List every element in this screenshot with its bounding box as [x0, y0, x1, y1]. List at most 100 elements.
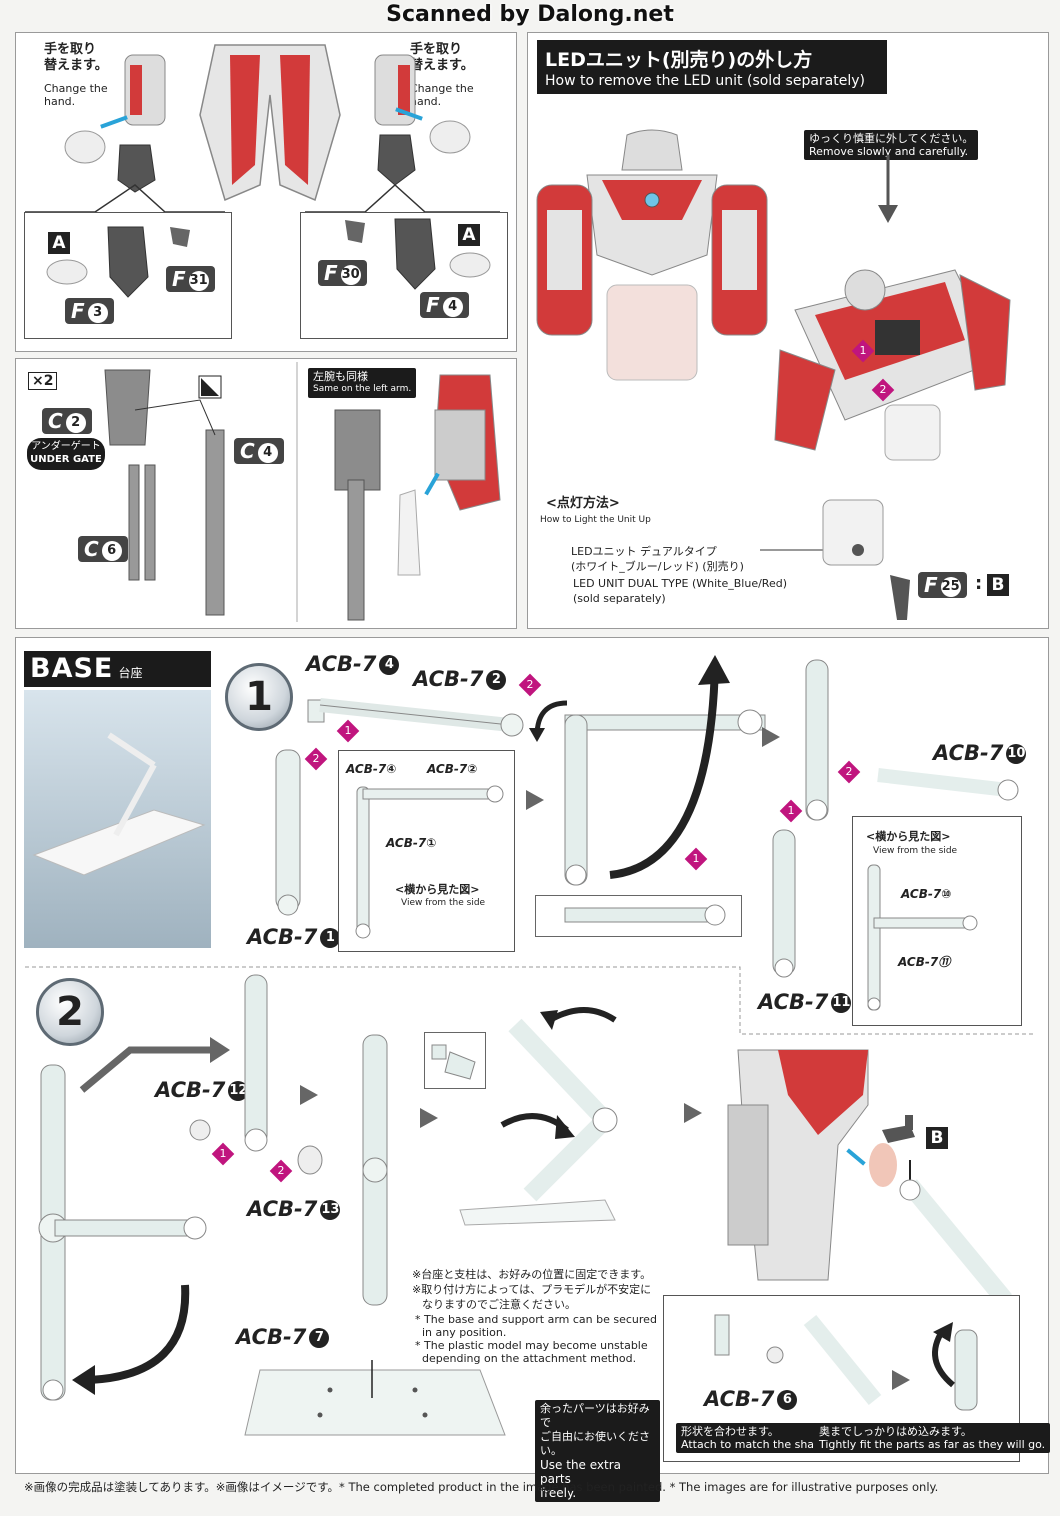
- box-a-left: A: [48, 232, 70, 254]
- led-unit-en-2: (sold separately): [573, 592, 666, 605]
- inset1-side-view-jp: <横から見た図>: [395, 883, 480, 896]
- joint-detail-icon: [431, 1044, 476, 1080]
- removal-step-1: 1: [851, 339, 875, 363]
- divider-line: [296, 362, 298, 622]
- note-en-4: depending on the attachment method.: [422, 1352, 637, 1365]
- base-step1-pin-rot-1: 1: [684, 847, 708, 871]
- cutter-icon: [198, 375, 222, 399]
- hand-left-old-icon: [64, 130, 106, 164]
- led-unit-jp-1: LEDユニット デュアルタイプ: [571, 545, 717, 558]
- note-en-1: * The base and support arm can be secure…: [415, 1313, 657, 1326]
- lever-part-c4-icon: [205, 429, 225, 616]
- arm-parts-step1-right: [772, 659, 1019, 978]
- change-hand-left-jp: 手を取り 替えます。: [44, 42, 108, 73]
- change-hand-right-en: Change the hand.: [410, 82, 474, 108]
- rotate-arrow-step2-mid: [500, 1113, 575, 1139]
- down-arrow-removal-icon: [878, 155, 898, 223]
- remove-slowly-note: ゆっくり慎重に外してください。 Remove slowly and carefu…: [804, 130, 979, 160]
- base-step1-r-pin-2: 2: [837, 760, 861, 784]
- step2-arrow-up: [79, 1037, 230, 1093]
- quantity-x2: ×2: [28, 372, 58, 390]
- base-title-jp: 台座: [118, 666, 143, 680]
- removal-step-2: 2: [871, 378, 895, 402]
- colon-separator: :: [975, 573, 983, 594]
- tight-fit-note: 奥までしっかりはめ込みます。 Tightly fit the parts as …: [814, 1423, 1051, 1453]
- change-hand-left-en: Change the hand.: [44, 82, 108, 108]
- led-unit-jp-2: (ホワイト_ブルー/レッド) (別売り): [571, 560, 744, 573]
- long-arm-step2: [38, 1064, 207, 1401]
- arm-parts-step1: [275, 698, 524, 916]
- thumb-part-left-icon: [170, 227, 190, 247]
- note-jp-3: なりますのでご注意ください。: [422, 1298, 576, 1311]
- inset1-diagram: [355, 785, 504, 939]
- hand-assembly-box-left: [24, 212, 232, 339]
- step-divider: [25, 966, 1035, 1035]
- base-photo: [24, 690, 211, 948]
- step2-curved-arrow: [72, 1284, 190, 1395]
- ultraman-upper-body-illustration: [536, 129, 768, 381]
- inset1-acb2: ACB-7②: [427, 762, 478, 776]
- box-b-led: B: [987, 574, 1009, 596]
- how-to-light-en: How to Light the Unit Up: [540, 515, 651, 525]
- watermark: Scanned by Dalong.net: [386, 2, 674, 27]
- ultraman-tilted-illustration: [774, 269, 1011, 461]
- connector-part-icon: [890, 575, 910, 620]
- base-step1-pin-1: 1: [336, 719, 360, 743]
- led-unit-icon: [822, 499, 884, 566]
- shape-match-note: 形状を合わせます。 Attach to match the shape.: [676, 1423, 837, 1453]
- hand-part-left-icon: [107, 226, 149, 298]
- arm-assembled-step1: [564, 709, 766, 886]
- hand-left-fist-icon: [117, 144, 156, 193]
- inset2-acb10: ACB-7⑩: [901, 887, 952, 901]
- step-2-number: 2: [36, 978, 104, 1046]
- box-b-base: B: [926, 1127, 948, 1149]
- left-arm-note: 左腕も同様 Same on the left arm.: [308, 368, 417, 398]
- gray-arrow-step1-a: [526, 790, 544, 810]
- gray-arrow-fit: [892, 1370, 910, 1390]
- footer-note: ※画像の完成品は塗装してあります。※画像はイメージです。* The comple…: [24, 1480, 939, 1494]
- led-unit-en-1: LED UNIT DUAL TYPE (White_Blue/Red): [573, 577, 787, 590]
- lever-part-c6-icon: [128, 464, 156, 581]
- assembled-pole-step2: [362, 1034, 388, 1306]
- extra-parts-note: 余ったパーツはお好みで ご自由にお使いください。 Use the extra p…: [535, 1400, 660, 1502]
- arm-assembly-illustration: [334, 374, 501, 621]
- base-step1-pin-2: 2: [304, 747, 328, 771]
- base-step1-pin-rot-2: 2: [518, 673, 542, 697]
- gray-arrow-step2-b: [420, 1108, 438, 1128]
- connector-b-icon: [882, 1115, 915, 1143]
- base-step1-r-pin-1: 1: [779, 799, 803, 823]
- hand-part-right-icon: [394, 218, 436, 290]
- box-a-right: A: [458, 224, 480, 246]
- rotate-arrow-step2-top: [540, 1007, 617, 1030]
- inset1-acb1: ACB-7①: [386, 836, 437, 850]
- inset2-side-view-en: View from the side: [873, 846, 958, 856]
- big-curved-arrow-icon: [609, 655, 730, 879]
- support-arm-step2: [899, 1160, 1012, 1306]
- note-jp-2: ※取り付け方によっては、プラモデルが不安定に: [412, 1283, 652, 1296]
- under-gate-panel: [15, 358, 517, 629]
- change-hand-right-jp: 手を取り 替えます。: [410, 42, 474, 73]
- inset2-side-view-jp: <横から見た図>: [866, 830, 951, 843]
- led-title-en: How to remove the LED unit (sold separat…: [545, 73, 865, 89]
- base-plate-icon: [244, 1360, 506, 1436]
- note-en-3: * The plastic model may become unstable: [415, 1339, 648, 1352]
- hand-right-old-icon: [429, 120, 471, 154]
- base-photo-stand: [32, 732, 206, 876]
- rotate-arrow-fit: [932, 1322, 955, 1388]
- led-title-jp: LEDユニット(別売り)の外し方: [545, 49, 813, 71]
- thumb-part-right-icon: [345, 220, 365, 243]
